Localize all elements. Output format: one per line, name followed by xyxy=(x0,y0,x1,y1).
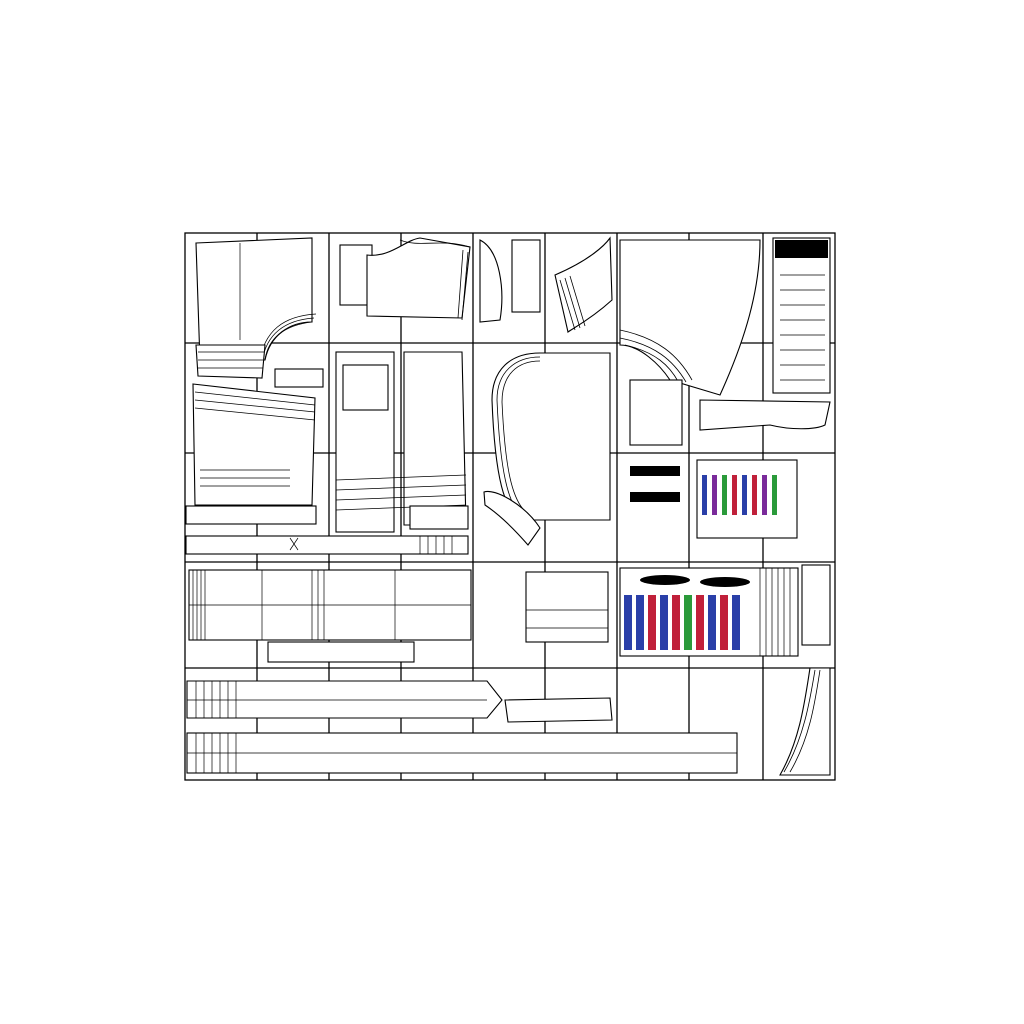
pattern-piece-17 xyxy=(186,680,503,719)
pattern-piece-16 xyxy=(185,383,469,555)
pattern-piece-3 xyxy=(339,237,471,321)
legend-colors xyxy=(702,475,777,515)
size-chart xyxy=(619,564,831,657)
pattern-piece-waistband xyxy=(188,569,609,663)
pattern-piece-11 xyxy=(504,667,831,776)
pattern-piece-12 xyxy=(483,352,611,546)
pattern-piece-facing xyxy=(335,351,469,533)
sheet-border xyxy=(184,232,836,781)
brand-block xyxy=(630,459,798,539)
pattern-piece-front xyxy=(195,237,324,388)
pattern-piece-sleeve xyxy=(619,239,831,446)
pattern-piece-21 xyxy=(186,732,738,774)
instructions-panel xyxy=(772,237,831,394)
pattern-piece-collar xyxy=(479,236,613,334)
piece-13-box xyxy=(274,368,324,388)
